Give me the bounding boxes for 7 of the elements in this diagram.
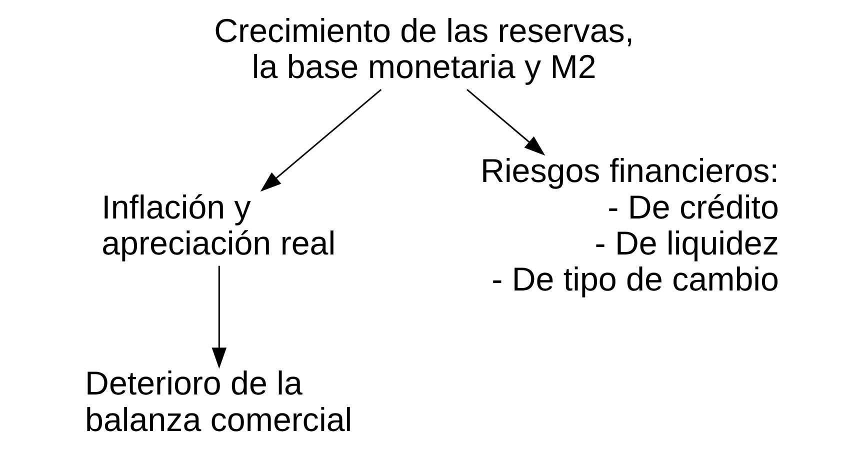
arrow <box>260 88 382 192</box>
arrow <box>466 88 545 156</box>
node-text: Crecimiento de las reservas, la base monetaria y M2 <box>214 13 634 86</box>
node-text: Riesgos financieros: - De crédito - De liquidez - De tipo de cambio <box>480 153 778 299</box>
node-text: Inflación y apreciación real <box>101 189 336 263</box>
arrow <box>211 266 226 369</box>
node-text: Deterioro de la balanza comercial <box>84 366 352 439</box>
